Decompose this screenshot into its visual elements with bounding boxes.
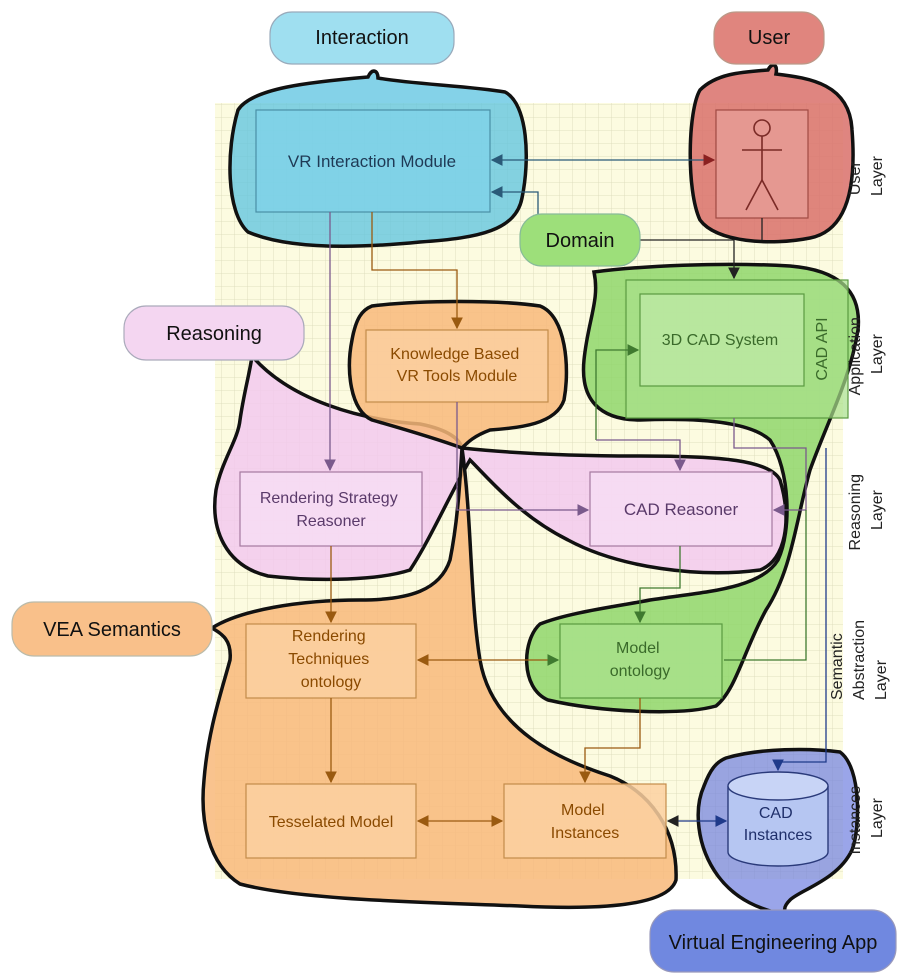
rendering-ontology-line-2: Techniques [288, 651, 369, 668]
knowledge-cadreasoner-arrow [456, 402, 590, 516]
layer-labels: User Layer Application Layer Reasoning L… [829, 155, 890, 854]
interaction-tag: Interaction [269, 11, 455, 65]
svg-text:Rendering Strategy Reaso: Rendering Strategy Reasoner [260, 490, 402, 530]
svg-text:User Layer: User Layer [847, 155, 886, 196]
semantic-layer-line-1: Semantic [829, 633, 846, 700]
model-instances-line-2: Instances [551, 825, 619, 842]
semantic-layer-line-3: Layer [873, 659, 890, 700]
knowledge-tools-line-1: Knowledge Based [390, 346, 519, 363]
svg-text:Knowledge Based VR Tools: Knowledge Based VR Tools Module [390, 346, 523, 385]
modelontology-instances-arrow [579, 698, 641, 784]
tesselated-model-label: Tesselated Model [269, 814, 394, 831]
svg-text:CAD Reasoner: CAD Reasoner [624, 500, 739, 519]
rendering-techniques-ontology: Rendering Techniques ontology [245, 623, 417, 699]
reasoning-layer-line-2: Layer [869, 489, 886, 530]
instances-layer-line-1: Instances [847, 786, 864, 854]
model-ontology: Model ontology [559, 623, 723, 699]
cad-instances-database: CAD Instances [727, 771, 829, 867]
rendering-reasoner-line-2: Reasoner [296, 513, 366, 530]
user-tag: User [713, 11, 825, 65]
rendering-strategy-reasoner: Rendering Strategy Reasoner [239, 471, 423, 547]
virtual-engineering-app-tag-label: Virtual Engineering App [669, 932, 878, 954]
vr-interaction-label: VR Interaction Module [288, 152, 456, 171]
domain-cadapi-arrow [616, 239, 740, 280]
cad-instances-line-2: Instances [744, 827, 812, 844]
user-layer-line-2: Layer [869, 155, 886, 196]
cad-system-label: 3D CAD System [662, 332, 778, 349]
user-layer-line-1: User [847, 161, 864, 195]
user-actor-box [715, 109, 809, 219]
cadreasoner-modelontology-arrow [634, 546, 681, 624]
connectors [324, 154, 827, 827]
model-ontology-line-1: Model [616, 640, 660, 657]
model-instances: Model Instances [503, 783, 667, 859]
cad-api-label: CAD API [814, 317, 831, 380]
cadapi-cadinstances-arrow [772, 448, 827, 772]
vr-knowledge-arrow [371, 212, 463, 330]
semantic-layer-line-2: Abstraction [851, 620, 868, 700]
domain-tag: Domain [519, 213, 641, 267]
knowledge-tools-line-2: VR Tools Module [397, 368, 518, 385]
svg-text:Reasoning Layer: Reasoning Layer [847, 470, 886, 551]
svg-text:VR Interaction Module: VR Interaction Module [288, 152, 456, 171]
reasoning-tag-label: Reasoning [166, 323, 262, 345]
svg-text:Tesselated Model: Tesselated Model [269, 814, 394, 831]
reasoning-tag: Reasoning [123, 305, 305, 361]
application-layer-line-1: Application [847, 317, 864, 395]
svg-text:Application Layer: Application Layer [847, 313, 886, 396]
cad-instances-line-1: CAD [759, 805, 793, 822]
interaction-tag-label: Interaction [315, 27, 408, 49]
application-layer-line-2: Layer [869, 333, 886, 374]
cadsystem-cadreasoner-arrow [595, 344, 640, 440]
svg-text:Model ontology: Model ontology [610, 640, 671, 680]
vea-semantics-tag-label: VEA Semantics [43, 619, 181, 641]
user-stick-figure-icon [742, 119, 782, 211]
svg-text:Rendering Techniques: Rendering Techniques ontology [288, 628, 373, 691]
domain-tag-label: Domain [546, 230, 615, 252]
cad-reasoner: CAD Reasoner [589, 471, 773, 547]
vr-interaction-module: VR Interaction Module [255, 109, 491, 213]
svg-text:Instances Layer: Instances Layer [847, 782, 886, 855]
cad-system-box: 3D CAD System [639, 293, 805, 387]
rendering-ontology-line-1: Rendering [292, 628, 366, 645]
user-tag-label: User [748, 27, 791, 49]
model-instances-line-1: Model [561, 802, 605, 819]
cadapi-cadreasoner-arrow [733, 418, 807, 516]
vea-semantics-tag: VEA Semantics [11, 601, 213, 657]
reasoning-layer-line-1: Reasoning [847, 474, 864, 551]
svg-text:Semantic Abstraction: Semantic Abstraction Layer [829, 616, 890, 701]
rendering-ontology-line-3: ontology [301, 674, 362, 691]
cad-reasoner-label: CAD Reasoner [624, 500, 739, 519]
knowledge-tools-module: Knowledge Based VR Tools Module [365, 329, 549, 403]
cadapi-modelontology-line [724, 510, 807, 661]
svg-text:CAD Instances: CAD Instances [744, 805, 812, 844]
cadsystem-down-arrow [596, 439, 686, 472]
rendering-reasoner-line-1: Rendering Strategy [260, 490, 398, 507]
instances-layer-line-2: Layer [869, 797, 886, 838]
model-ontology-line-2: ontology [610, 663, 671, 680]
virtual-engineering-app-tag: Virtual Engineering App [649, 909, 897, 973]
svg-text:Model Instances: Model Instances [551, 802, 619, 842]
svg-text:3D CAD System: 3D CAD System [662, 332, 778, 349]
tesselated-model: Tesselated Model [245, 783, 417, 859]
